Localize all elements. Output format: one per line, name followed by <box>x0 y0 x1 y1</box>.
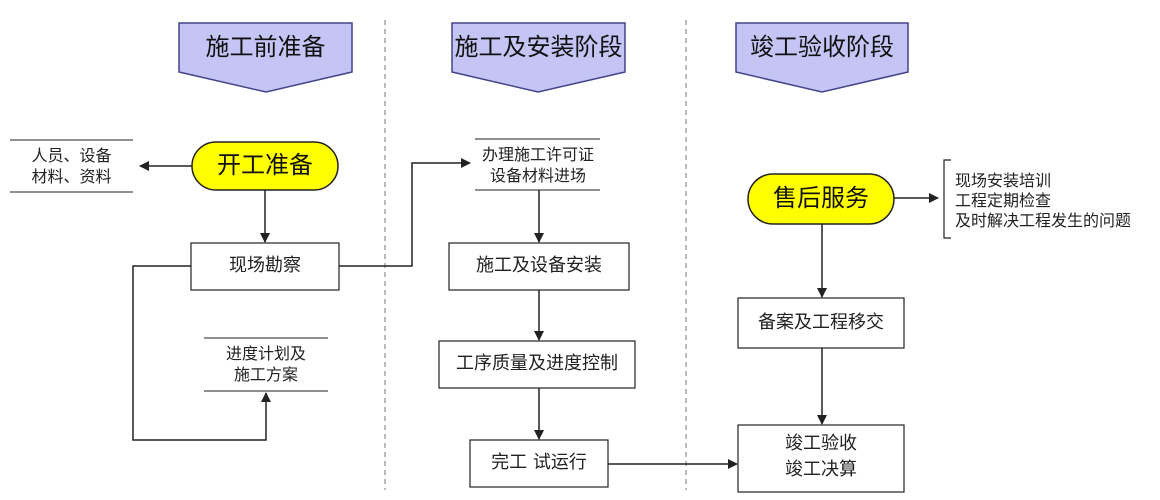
phase-header-prep: 施工前准备 <box>205 33 326 61</box>
resources-line-2: 材料、资料 <box>31 166 112 186</box>
phase-header-build: 施工及安装阶段 <box>454 33 623 61</box>
control-box <box>438 340 636 389</box>
plan-note: 进度计划及 施工方案 <box>204 344 328 386</box>
permit-note: 办理施工许可证 设备材料进场 <box>470 145 606 187</box>
plan-line-2: 施工方案 <box>233 364 298 384</box>
phase-header-accept-shape <box>735 22 909 93</box>
trial-box <box>469 439 609 488</box>
trial-label: 完工 试运行 <box>491 452 587 473</box>
final-box <box>737 424 905 493</box>
install-box <box>448 242 630 291</box>
arrow-survey-to-permit <box>339 158 471 267</box>
final-line-2: 竣工决算 <box>785 459 857 481</box>
service-oval <box>747 173 895 225</box>
survey-label: 现场勘察 <box>229 255 301 276</box>
resources-note: 人员、设备 材料、资料 <box>10 146 133 188</box>
phase-header-build-shape <box>451 22 626 93</box>
handover-box <box>737 297 905 349</box>
loop-survey-to-plan <box>132 265 271 441</box>
permit-line-1: 办理施工许可证 <box>481 145 594 164</box>
service-label: 售后服务 <box>773 184 869 212</box>
control-label: 工序质量及进度控制 <box>456 353 618 374</box>
final-line-1: 竣工验收 <box>785 433 857 454</box>
service-item: 工程定期检查 <box>955 191 1052 210</box>
permit-line-2: 设备材料进场 <box>489 165 586 185</box>
phase-header-accept: 竣工验收阶段 <box>750 33 894 61</box>
install-label: 施工及设备安装 <box>476 255 602 276</box>
service-bracket <box>943 159 951 239</box>
service-items: 现场安装培训 工程定期检查 及时解决工程发生的问题 <box>955 171 1155 231</box>
plan-line-1: 进度计划及 <box>225 344 306 363</box>
final-label: 竣工验收 竣工决算 <box>738 431 904 483</box>
resources-line-1: 人员、设备 <box>31 146 112 165</box>
start-label: 开工准备 <box>217 151 313 179</box>
survey-box <box>190 242 340 291</box>
service-item: 现场安装培训 <box>955 171 1052 190</box>
service-item: 及时解决工程发生的问题 <box>955 211 1132 230</box>
phase-header-prep-shape <box>178 22 353 93</box>
handover-label: 备案及工程移交 <box>758 312 884 333</box>
